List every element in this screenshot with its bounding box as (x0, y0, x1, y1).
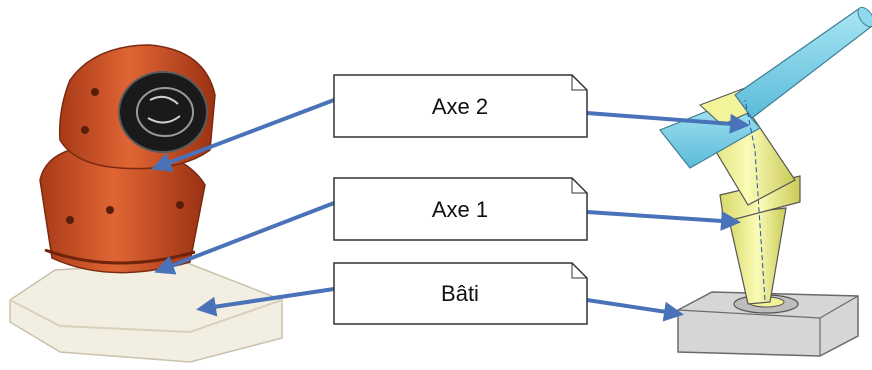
callout-bati: Bâti (333, 262, 588, 325)
arrows (151, 98, 750, 322)
label-bati: Bâti (441, 281, 479, 306)
label-axe1: Axe 1 (432, 197, 488, 222)
cad-bati-block (677, 291, 859, 357)
robot-joint-disc (118, 71, 208, 153)
arrow-axe1-right (586, 210, 741, 231)
arrow-bati-right (586, 298, 684, 322)
robot-axe1-body (39, 149, 206, 274)
robot-photo (9, 44, 283, 363)
robot-base-plate (9, 261, 283, 363)
cad-cyan-arm (734, 7, 872, 119)
arrow-bati-left (196, 287, 335, 317)
label-axe2: Axe 2 (432, 94, 488, 119)
arrow-axe2-right (586, 111, 750, 134)
callout-axe2: Axe 2 (333, 74, 588, 138)
arrow-axe2-left (151, 98, 335, 172)
arrow-axe1-left (154, 201, 335, 275)
robot-cad-model (659, 6, 872, 357)
callout-axe1: Axe 1 (333, 177, 588, 241)
